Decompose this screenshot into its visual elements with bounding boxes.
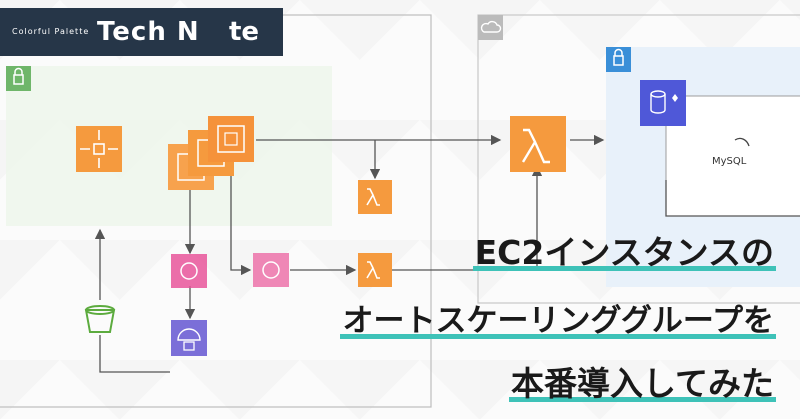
title-text-1: EC2インスタンスの [472,233,777,272]
title-text-3: 本番導入してみた [508,364,777,403]
api-gateway-icon [171,320,207,356]
lock-icon [6,66,31,91]
rds-aurora-icon [640,80,686,126]
mysql-label: MySQL [712,156,747,167]
lambda-icon [358,253,392,287]
db-cluster-box [665,95,800,217]
brand-name-part2: te [229,17,260,47]
s3-bucket-icon [84,305,116,333]
lambda-icon [510,116,566,172]
load-balancer-icon [76,126,122,172]
event-bridge-icon [253,253,289,287]
cloud-boundary [477,14,800,304]
ec2-instance-icon [208,116,254,162]
article-title-line-3: 本番導入してみた [508,364,777,404]
brand-name-part1: Tech N [97,17,200,47]
brand-badge: Colorful Palette Tech N te [0,8,283,56]
article-title-line-2: オートスケーリンググループを [340,301,776,341]
brand-subtitle: Colorful Palette [12,27,90,36]
title-text-2: オートスケーリンググループを [340,303,776,339]
mysql-icon: MySQL [712,137,750,167]
article-title-line-1: EC2インスタンスの [472,233,777,273]
lock-icon [606,47,631,72]
event-bridge-icon [171,254,207,288]
lambda-icon [358,180,392,214]
cloud-icon [478,15,503,40]
